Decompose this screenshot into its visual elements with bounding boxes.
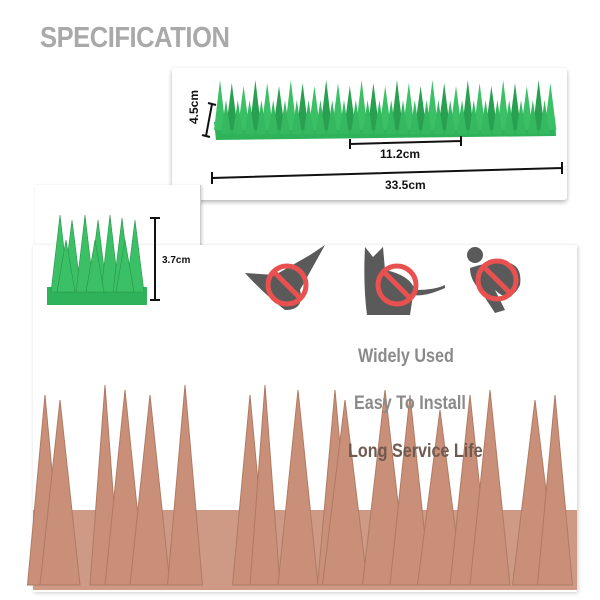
page-title: SPECIFICATION [40,22,230,54]
no-birds-icon [245,245,325,310]
green-spike [398,100,408,134]
green-spike [426,80,439,130]
green-spike [544,83,557,130]
green-spike [100,214,120,293]
green-spike [445,100,456,134]
green-spike [414,86,427,130]
brown-spike [416,409,464,586]
green-spike [391,80,403,130]
green-spike [56,239,76,293]
feature-widely-used: Widely Used [358,346,454,367]
green-spike [291,100,302,134]
green-spike [273,86,285,130]
green-spike [504,100,515,134]
green-spike [115,239,135,293]
green-spike [303,100,314,134]
green-spike [374,100,385,134]
green-spike [327,100,338,134]
green-spike [320,80,333,130]
dimension-lines [150,102,563,301]
green-spike [221,100,231,134]
no-climbing-icon [467,247,521,313]
green-spike [367,83,380,130]
green-spike [85,239,105,293]
green-spike [497,80,510,130]
total-length-label: 33.5cm [385,178,426,192]
no-cats-icon [364,247,445,315]
green-spike [473,83,486,130]
green-spike [280,100,290,134]
green-spike [350,100,361,134]
green-spike [296,83,309,130]
green-spike [468,100,479,134]
green-spike [214,80,226,130]
green-spike-side-image [47,214,147,305]
green-spike [421,100,432,134]
green-spike [244,100,255,134]
green-spike [225,83,238,130]
brown-spikes-image [26,384,577,590]
green-spike [527,100,538,134]
green-spike [438,83,451,130]
green-spike [256,100,267,134]
green-spike [433,100,444,134]
green-spike [379,86,392,130]
green-spike [237,86,250,130]
green-spike [492,100,503,134]
brown-spike [277,389,319,586]
green-spike [268,100,279,134]
green-spike [332,83,344,130]
green-spike [516,100,526,134]
green-spike [315,100,326,134]
green-spike [520,86,533,130]
brown-spike [166,384,204,586]
green-spike [461,80,474,130]
green-spike [232,100,243,134]
green-spike [450,86,462,130]
spike-height-label: 3.7cm [162,255,191,266]
green-spike [284,80,297,130]
green-spike [355,80,368,130]
green-spike [343,86,356,130]
feature-easy-install: Easy To Install [354,393,466,414]
green-spike [485,86,498,130]
green-spike [402,83,415,130]
brown-spike [389,394,431,586]
green-spike [480,100,491,134]
green-spike-strip-image [214,80,557,140]
brown-spike [249,384,281,586]
green-spike [532,80,545,130]
segment-length-label: 11.2cm [380,147,421,161]
brown-spike [129,394,171,586]
green-spike [249,80,262,130]
green-spike [386,100,397,134]
green-spike [362,100,373,134]
green-spike [409,100,420,134]
brown-spike [39,399,81,586]
prohibited-animals-icons [245,245,521,315]
brown-spike [469,389,511,586]
green-spike [339,100,349,134]
brown-spike [321,399,369,586]
height-label: 4.5cm [187,89,201,124]
brown-spike [536,394,574,586]
green-spike [539,100,550,134]
green-spike [261,83,274,130]
green-spike [308,86,321,130]
green-spike [509,83,521,130]
green-spike [457,100,467,134]
feature-long-life: Long Service Life [348,441,483,462]
